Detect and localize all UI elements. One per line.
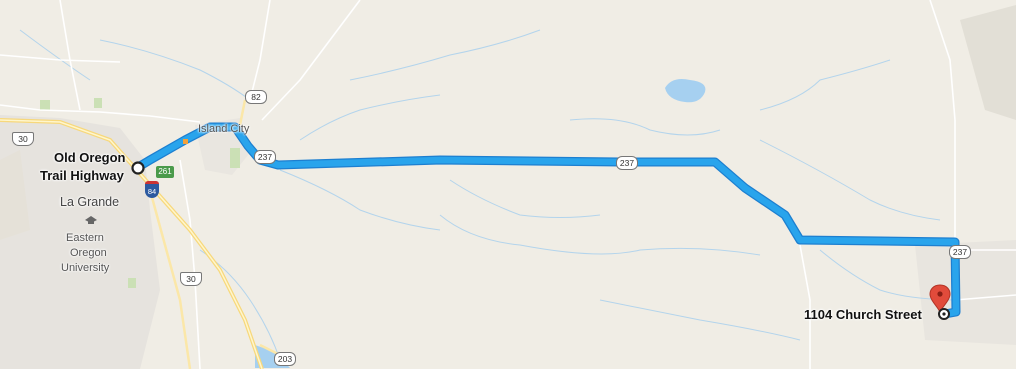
route-261-shield-icon: 261 xyxy=(156,166,174,178)
or-237-shield-icon: 237 xyxy=(616,156,638,170)
interstate-84-shield-icon: 84 xyxy=(145,181,159,198)
origin-label-line2: Trail Highway xyxy=(40,168,124,183)
destination-pin-icon xyxy=(929,284,951,320)
origin-marker-icon xyxy=(131,161,145,175)
destination-label: 1104 Church Street xyxy=(804,307,922,322)
us-30-shield-icon: 30 xyxy=(180,272,202,286)
or-82-shield-icon: 82 xyxy=(245,90,267,104)
place-university-line1: Eastern xyxy=(66,232,104,244)
place-island-city: Island City xyxy=(198,123,250,135)
us-30-shield-icon: 30 xyxy=(12,132,34,146)
or-203-shield-icon: 203 xyxy=(274,352,296,366)
mountain-shading xyxy=(0,150,30,240)
route-line xyxy=(135,122,961,319)
traffic-marker xyxy=(183,139,188,144)
park xyxy=(128,278,136,288)
park xyxy=(230,148,240,168)
or-237-shield-icon: 237 xyxy=(254,150,276,164)
place-university-line3: University xyxy=(61,262,110,274)
university-icon xyxy=(85,216,97,224)
place-university-line2: Oregon xyxy=(70,247,107,259)
park xyxy=(94,98,102,108)
mountain-shading xyxy=(960,5,1016,120)
urban-area xyxy=(0,115,160,369)
lake xyxy=(665,79,706,103)
origin-label-line1: Old Oregon xyxy=(54,150,126,165)
or-237-shield-icon: 237 xyxy=(949,245,971,259)
urban-area xyxy=(915,240,1016,345)
highways xyxy=(0,99,281,369)
streams xyxy=(19,29,961,361)
place-la-grande: La Grande xyxy=(60,195,120,209)
park xyxy=(40,100,50,110)
